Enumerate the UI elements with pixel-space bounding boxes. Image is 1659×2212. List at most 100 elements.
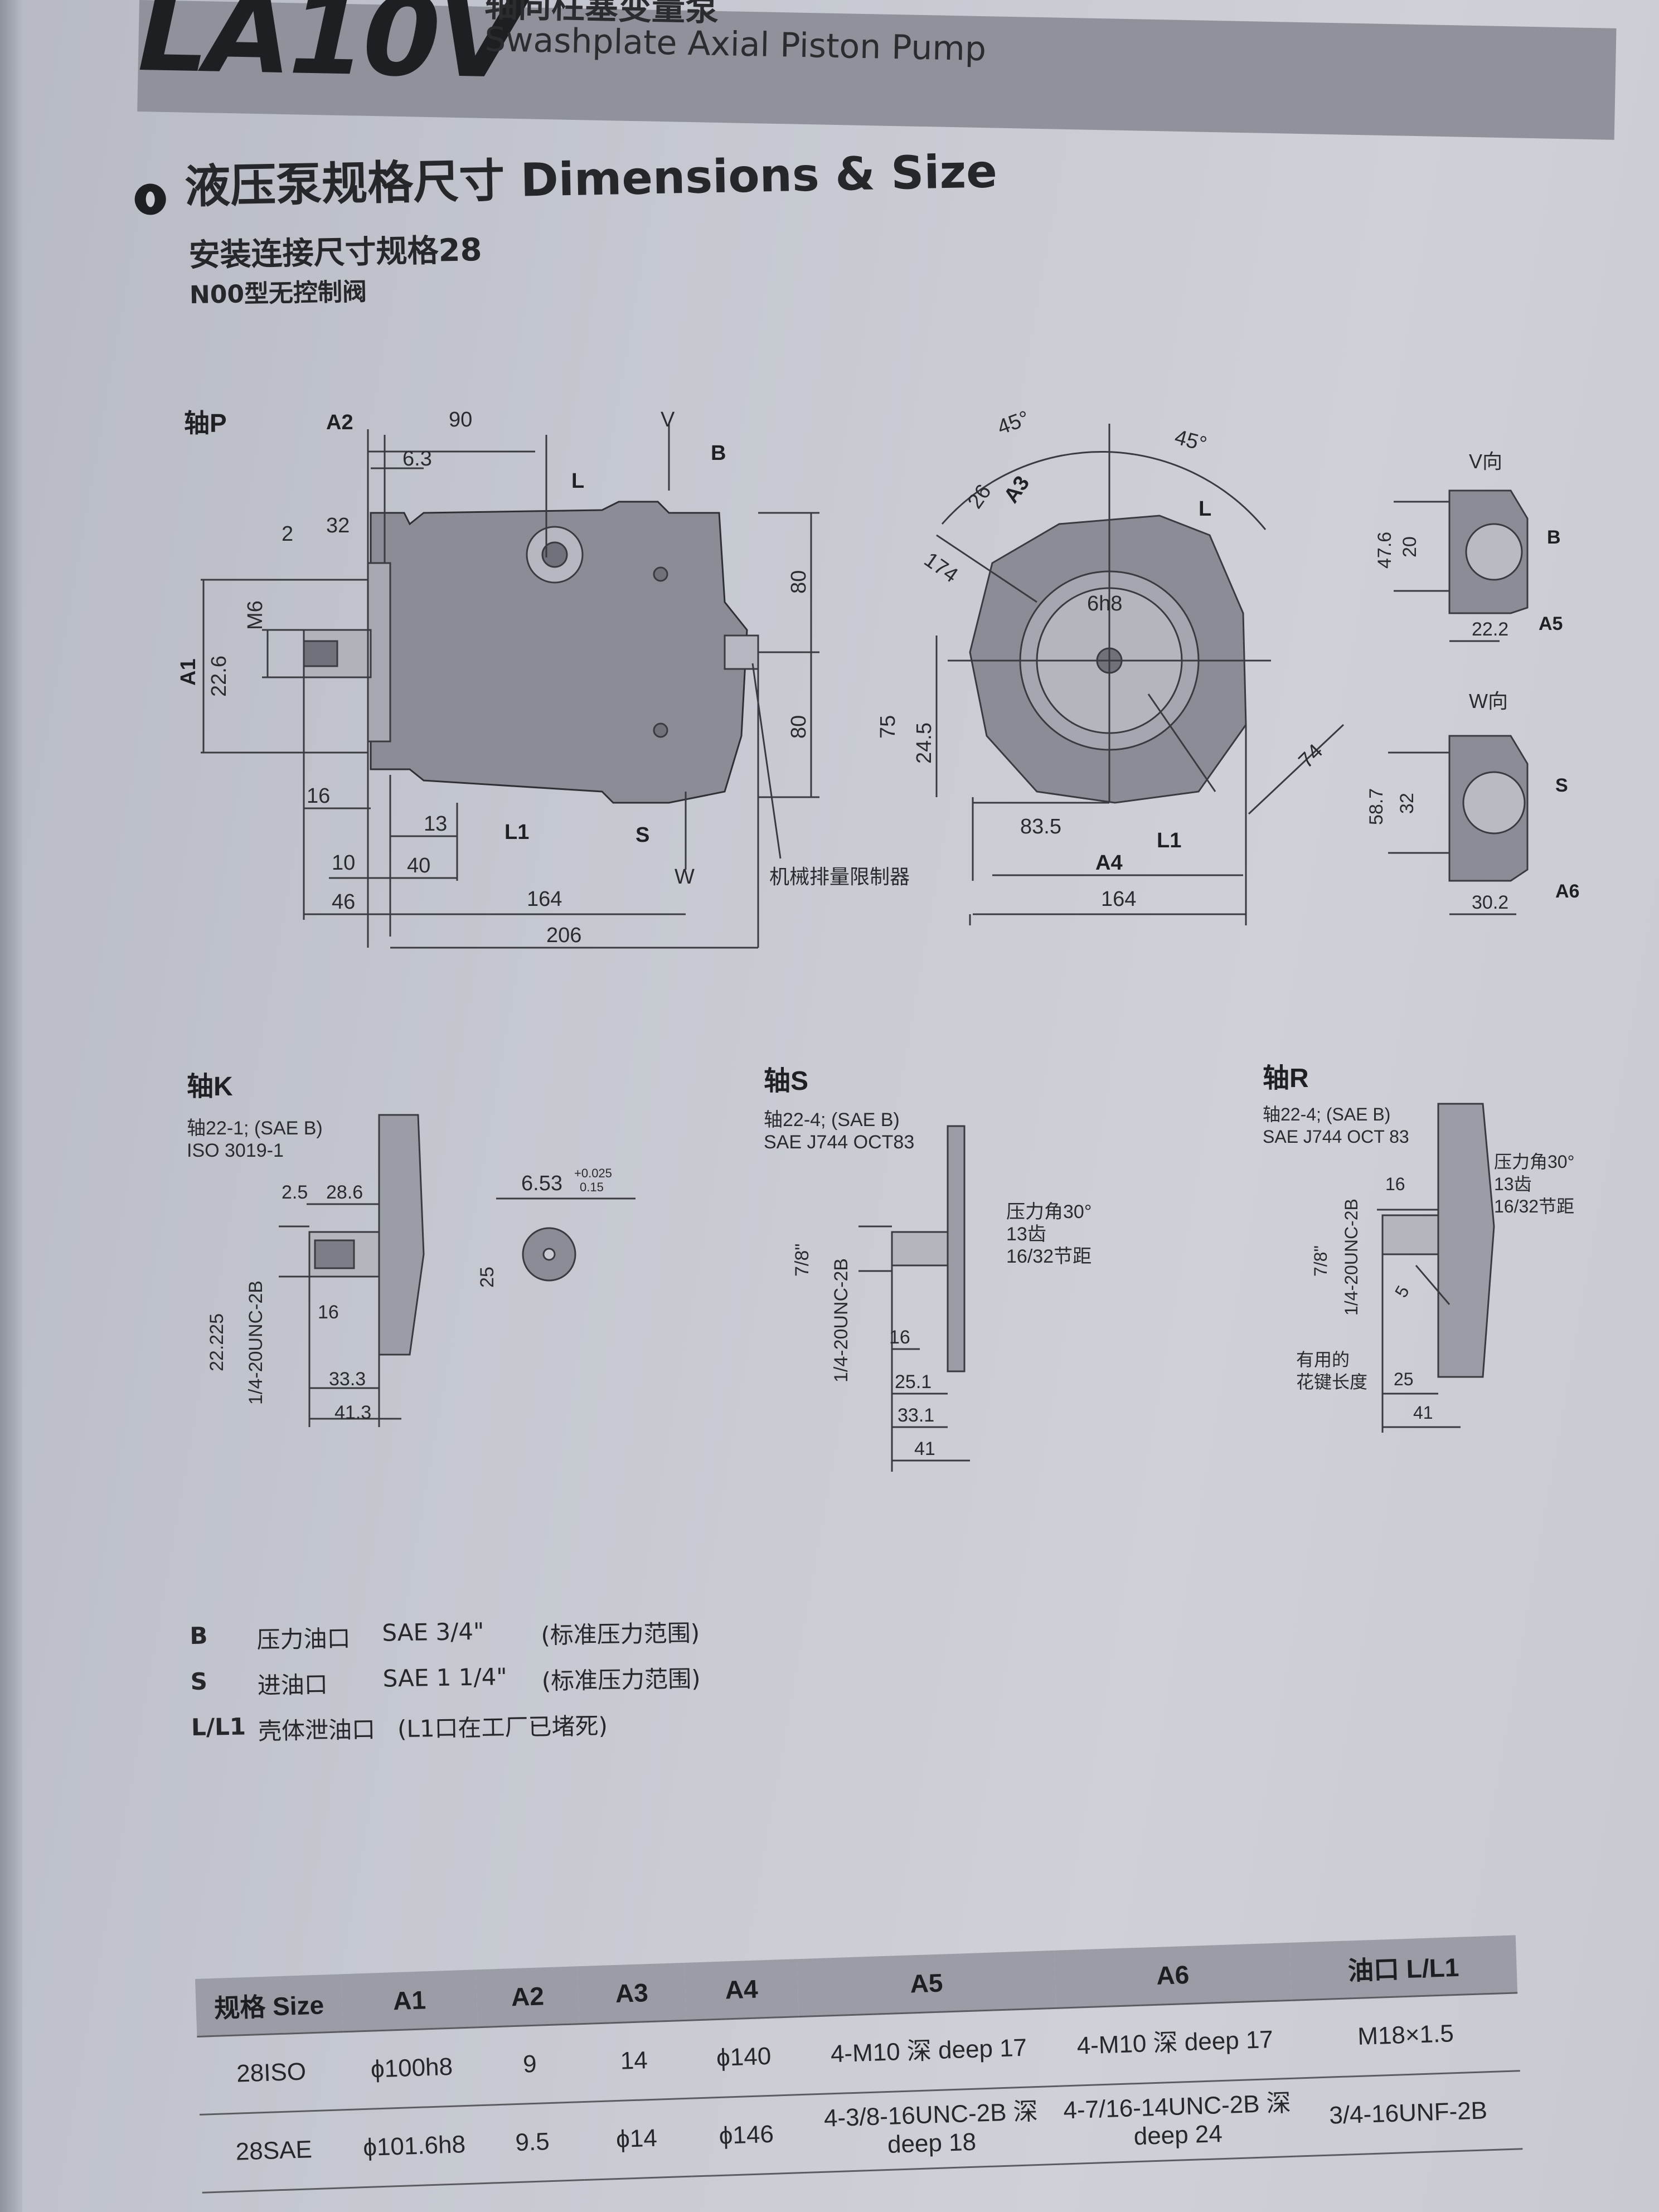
dim-s-41: 41: [914, 1438, 935, 1459]
dim-a1: A1: [177, 658, 200, 686]
dim-174: 174: [920, 548, 962, 588]
v-port-b: B: [1547, 527, 1561, 548]
dim-32: 32: [326, 514, 350, 537]
dim-s-25-1: 25.1: [895, 1371, 932, 1393]
dim-a2: A2: [326, 411, 353, 434]
table-cell: 28SAE: [200, 2109, 348, 2193]
col-a2: A2: [476, 1966, 580, 2027]
shaft-r-note2: 13齿: [1494, 1174, 1532, 1194]
col-size: 规格 Size: [195, 1974, 343, 2037]
port-b: B: [711, 442, 726, 465]
table-cell: 9.5: [480, 2102, 585, 2184]
dim-s-16: 16: [889, 1327, 910, 1348]
port-l-front: L: [1199, 497, 1211, 521]
table-cell: 28ISO: [197, 2031, 346, 2115]
table-cell: 4-M10 深 deep 17: [1056, 2000, 1294, 2087]
shaft-k-drawing: [279, 1114, 636, 1427]
shaft-p-label: 轴P: [184, 409, 227, 438]
dim-k-16: 16: [318, 1302, 339, 1323]
dim-22-2: 22.2: [1472, 619, 1508, 640]
note-name: 进油口: [257, 1671, 328, 1700]
dim-k-unc: 1/4-20UNC-2B: [245, 1280, 266, 1405]
col-a3: A3: [577, 1962, 686, 2024]
shaft-k-spec2: ISO 3019-1: [187, 1140, 284, 1161]
table-cell: ϕ100h8: [343, 2027, 481, 2110]
dim-83-5: 83.5: [1020, 815, 1061, 838]
table-cell: ϕ101.6h8: [345, 2105, 483, 2188]
note-remark: (标准压力范围): [541, 1619, 700, 1650]
port-l1: L1: [505, 821, 529, 844]
dim-m6: M6: [244, 600, 267, 630]
dim-26: 26: [963, 480, 996, 513]
dim-r-unc: 1/4-20UNC-2B: [1341, 1199, 1361, 1316]
dim-58-7: 58.7: [1366, 788, 1387, 825]
dim-22-6: 22.6: [207, 656, 231, 697]
v-view-title: V向: [1469, 450, 1502, 473]
dim-40: 40: [407, 854, 430, 877]
spec-table: 规格 Size A1 A2 A3 A4 A5 A6 油口 L/L1 28ISO …: [195, 1935, 1523, 2193]
shaft-r-note3: 16/32节距: [1494, 1196, 1574, 1216]
shaft-r-spline-label1: 有用的: [1296, 1350, 1350, 1370]
page-spine-shadow: [0, 0, 22, 2212]
col-a4: A4: [684, 1959, 799, 2021]
angle-45-right: 45°: [1172, 425, 1209, 456]
dim-30-2: 30.2: [1472, 892, 1508, 913]
dim-75: 75: [876, 715, 900, 739]
dim-k-28-6: 28.6: [326, 1182, 363, 1203]
note-remark: (L1口在工厂已堵死): [397, 1712, 608, 1743]
shaft-s-spec2: SAE J744 OCT83: [764, 1132, 914, 1153]
shaft-r-drawing: [1377, 1103, 1495, 1433]
shaft-s-note3: 16/32节距: [1006, 1246, 1092, 1267]
note-remark: (标准压力范围): [541, 1665, 701, 1695]
shaft-k-spec1: 轴22-1; (SAE B): [187, 1118, 323, 1139]
dim-16: 16: [307, 784, 330, 808]
dim-46: 46: [332, 890, 355, 914]
dim-47-6: 47.6: [1374, 532, 1395, 569]
note-name: 壳体泄油口: [258, 1715, 376, 1745]
dim-k-33-3: 33.3: [329, 1369, 366, 1390]
dim-a5: A5: [1539, 613, 1563, 634]
dim-6-3: 6.3: [402, 447, 432, 470]
shaft-r-note1: 压力角30°: [1494, 1152, 1574, 1172]
port-l: L: [571, 469, 584, 493]
dim-s-7-8: 7/8": [792, 1244, 813, 1277]
dim-k-6-53: 6.53: [521, 1172, 562, 1195]
dim-2: 2: [282, 522, 293, 546]
shaft-k-title: 轴K: [187, 1072, 233, 1102]
w-port-s: S: [1555, 775, 1568, 796]
dim-164-front: 164: [1101, 887, 1136, 911]
dim-32-w: 32: [1396, 793, 1418, 814]
col-a6: A6: [1054, 1942, 1292, 2009]
dim-k-41-3: 41.3: [334, 1402, 371, 1423]
dim-r-7-8: 7/8": [1311, 1245, 1331, 1277]
shaft-s-note1: 压力角30°: [1006, 1201, 1092, 1223]
dim-s-33-1: 33.1: [898, 1405, 934, 1426]
flange-views: [1388, 489, 1529, 915]
shaft-r-title: 轴R: [1263, 1064, 1309, 1093]
dim-20: 20: [1399, 536, 1420, 557]
note-code: L/L1: [191, 1713, 246, 1741]
shaft-s-spec1: 轴22-4; (SAE B): [764, 1109, 900, 1131]
table-cell: ϕ140: [686, 2016, 802, 2099]
dim-s-unc: 1/4-20UNC-2B: [831, 1258, 852, 1382]
note-size: SAE 1 1/4": [382, 1663, 508, 1692]
dim-r-25: 25: [1394, 1369, 1414, 1389]
dim-80-bottom: 80: [787, 715, 811, 739]
col-a5: A5: [797, 1950, 1056, 2017]
dim-k-22-225: 22.225: [206, 1313, 227, 1371]
dim-a6: A6: [1555, 881, 1579, 902]
front-view-drawing: [935, 424, 1345, 925]
dim-6h8: 6h8: [1087, 592, 1122, 615]
dim-a3: A3: [1000, 472, 1034, 507]
note-code: B: [190, 1622, 208, 1650]
dim-r-5: 5: [1391, 1282, 1413, 1301]
dim-13: 13: [424, 812, 447, 836]
note-size: SAE 3/4": [381, 1617, 484, 1647]
dim-a4: A4: [1095, 851, 1123, 875]
table-cell: ϕ146: [688, 2094, 804, 2177]
col-a1: A1: [341, 1970, 478, 2032]
side-view-drawing: [201, 424, 819, 949]
shaft-r-spec2: SAE J744 OCT 83: [1263, 1127, 1409, 1147]
